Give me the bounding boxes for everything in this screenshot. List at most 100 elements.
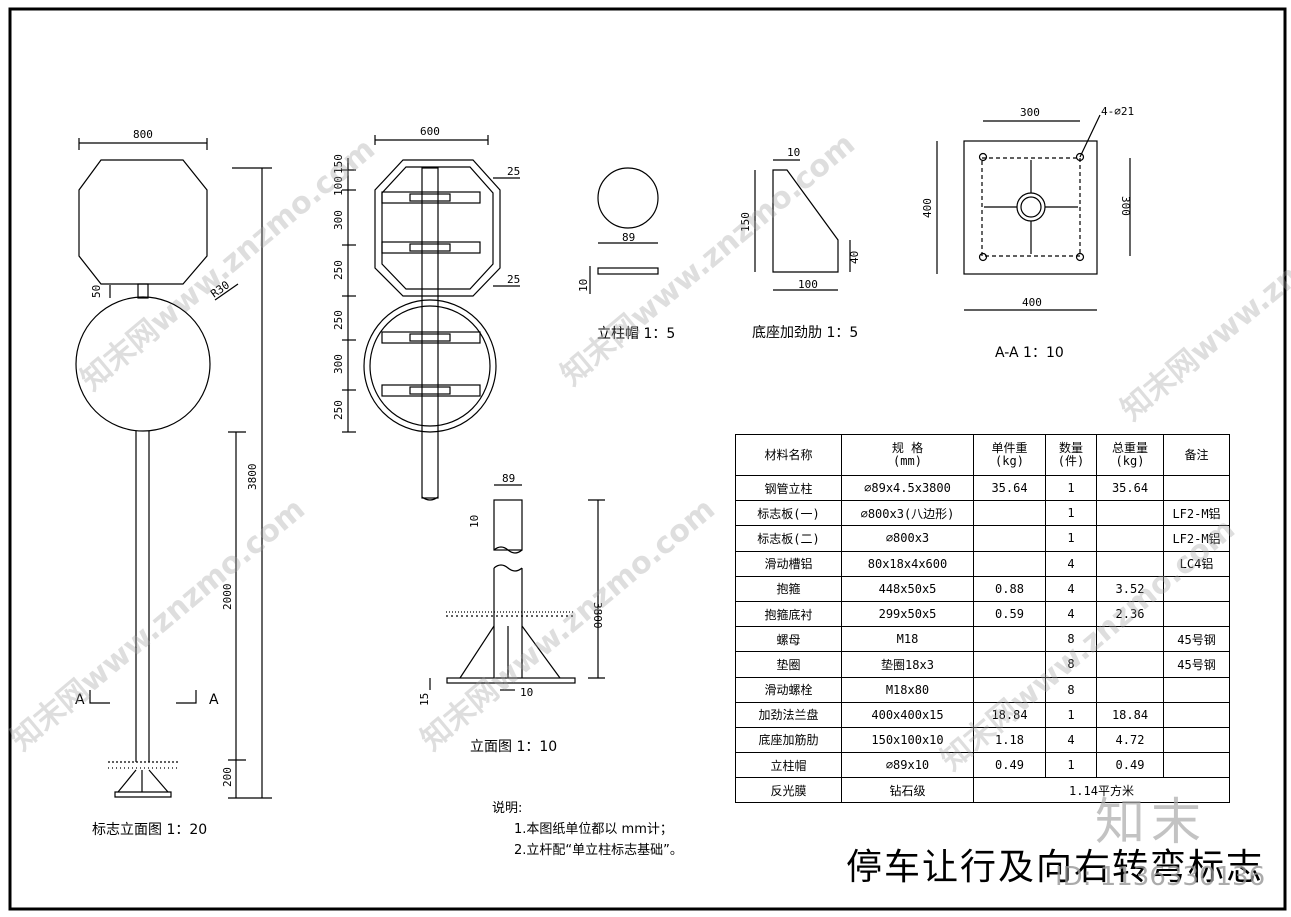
table-cell: 4 [1045,575,1097,602]
table-cell: 垫圈18x3 [841,651,974,678]
table-cell [1096,500,1164,527]
table-cell [1096,676,1164,703]
table-cell: 1.18 [973,726,1046,754]
base-plate [114,791,172,798]
table-cell: 35.64 [973,474,1046,502]
dim-3800-post: 3800 [591,602,604,629]
header-cell: 材料名称 [735,434,842,476]
table-cell: M18 [841,626,974,653]
sign-connector [137,283,149,299]
table-cell: 18.84 [973,701,1046,728]
header-cell: 总重量(kg) [1096,434,1164,476]
dim-300-flange: 300 [1020,106,1040,119]
dim-200: 200 [221,767,234,787]
table-cell: 0.88 [973,575,1046,602]
table-cell: 滑动螺栓 [735,676,842,703]
table-cell [1163,701,1230,728]
dim-10-cap: 10 [577,279,590,292]
table-cell: 底座加筋肋 [735,726,842,754]
dim-400-left: 400 [921,198,934,218]
table-cell: 滑动槽铝 [735,550,842,577]
table-cell: 标志板(一) [735,500,842,527]
table-cell: 1 [1045,525,1097,552]
dim-2000: 2000 [221,584,234,611]
table-cell [1096,550,1164,577]
table-cell: 1 [1045,701,1097,728]
table-cell: 18.84 [1096,701,1164,728]
caption-rib: 底座加劲肋 1：5 [752,325,858,341]
table-cell: 加劲法兰盘 [735,701,842,728]
table-cell: 1 [1045,752,1097,779]
table-cell: 1 [1045,474,1097,502]
table-cell: ⌀800x3 [841,525,974,552]
flange-detail [936,114,1131,311]
caption-post: 立面图 1：10 [470,739,557,755]
table-cell: 立柱帽 [735,752,842,779]
table-cell: 1 [1045,500,1097,527]
table-cell: 4 [1045,550,1097,577]
table-cell [1096,651,1164,678]
brand-watermark: 知末 [1095,793,1207,851]
id-watermark: ID: 1136330136 [1055,862,1266,892]
dim-100: 100 [332,176,345,196]
panel-view [342,135,520,501]
table-cell: 抱箍底衬 [735,600,842,628]
note-1: 1.本图纸单位都以 mm计； [514,822,673,837]
notes-heading: 说明: [492,801,523,816]
dim-10-rib: 10 [787,146,800,159]
cell-note: 1.14平方米 [973,777,1230,804]
table-cell: 45号钢 [1163,651,1230,678]
cell-spec: 钻石级 [841,777,974,804]
table-cell [1096,525,1164,552]
note-2: 2.立杆配“单立柱标志基础”。 [514,843,683,858]
table-cell: LF2-M铝 [1163,525,1230,552]
dim-250b: 250 [332,310,345,330]
octagon-sign [78,159,208,285]
cap-detail [589,167,659,294]
dim-300b: 300 [332,354,345,374]
dim-150: 150 [332,154,345,174]
cell-name: 反光膜 [735,777,842,804]
post-elevation [429,484,605,691]
dim-holes: 4-⌀21 [1101,105,1134,118]
table-cell: 2.36 [1096,600,1164,628]
header-cell: 规 格(mm) [841,434,974,476]
drawing-frame [8,7,1287,911]
table-cell: 钢管立柱 [735,474,842,502]
notes: 说明: 1.本图纸单位都以 mm计； 2.立杆配“单立柱标志基础”。 [492,798,683,861]
dim-25a: 25 [507,165,520,178]
dim-15-post: 15 [418,693,431,706]
drawing-title: 停车让行及向右转弯标志 [846,847,1265,888]
round-sign [75,296,211,432]
dim-89-post: 89 [502,472,515,485]
dim-250a: 250 [332,260,345,280]
dim-300a: 300 [332,210,345,230]
table-cell [1096,626,1164,653]
table-header: 材料名称 规 格(mm) 单件重(kg) 数量(件) 总重量(kg) 备注 [735,434,1230,476]
dim-40-rib: 40 [848,251,861,264]
table-cell: ⌀800x3(八边形) [841,500,974,527]
table-cell [973,500,1046,527]
table-cell: 3.52 [1096,575,1164,602]
table-cell: 4 [1045,726,1097,754]
header-cell: 单件重(kg) [973,434,1046,476]
dim-150-rib: 150 [739,212,752,232]
table-cell: 0.59 [973,600,1046,628]
dim-250c: 250 [332,400,345,420]
table-cell: 8 [1045,651,1097,678]
table-cell: 35.64 [1096,474,1164,502]
table-cell [1163,726,1230,754]
dim-100-rib: 100 [798,278,818,291]
table-cell: 垫圈 [735,651,842,678]
dim-10-post: 10 [468,515,481,528]
dim-r30: R30 [208,278,232,300]
dim-300-right: 300 [1119,196,1132,216]
table-cell [1163,575,1230,602]
